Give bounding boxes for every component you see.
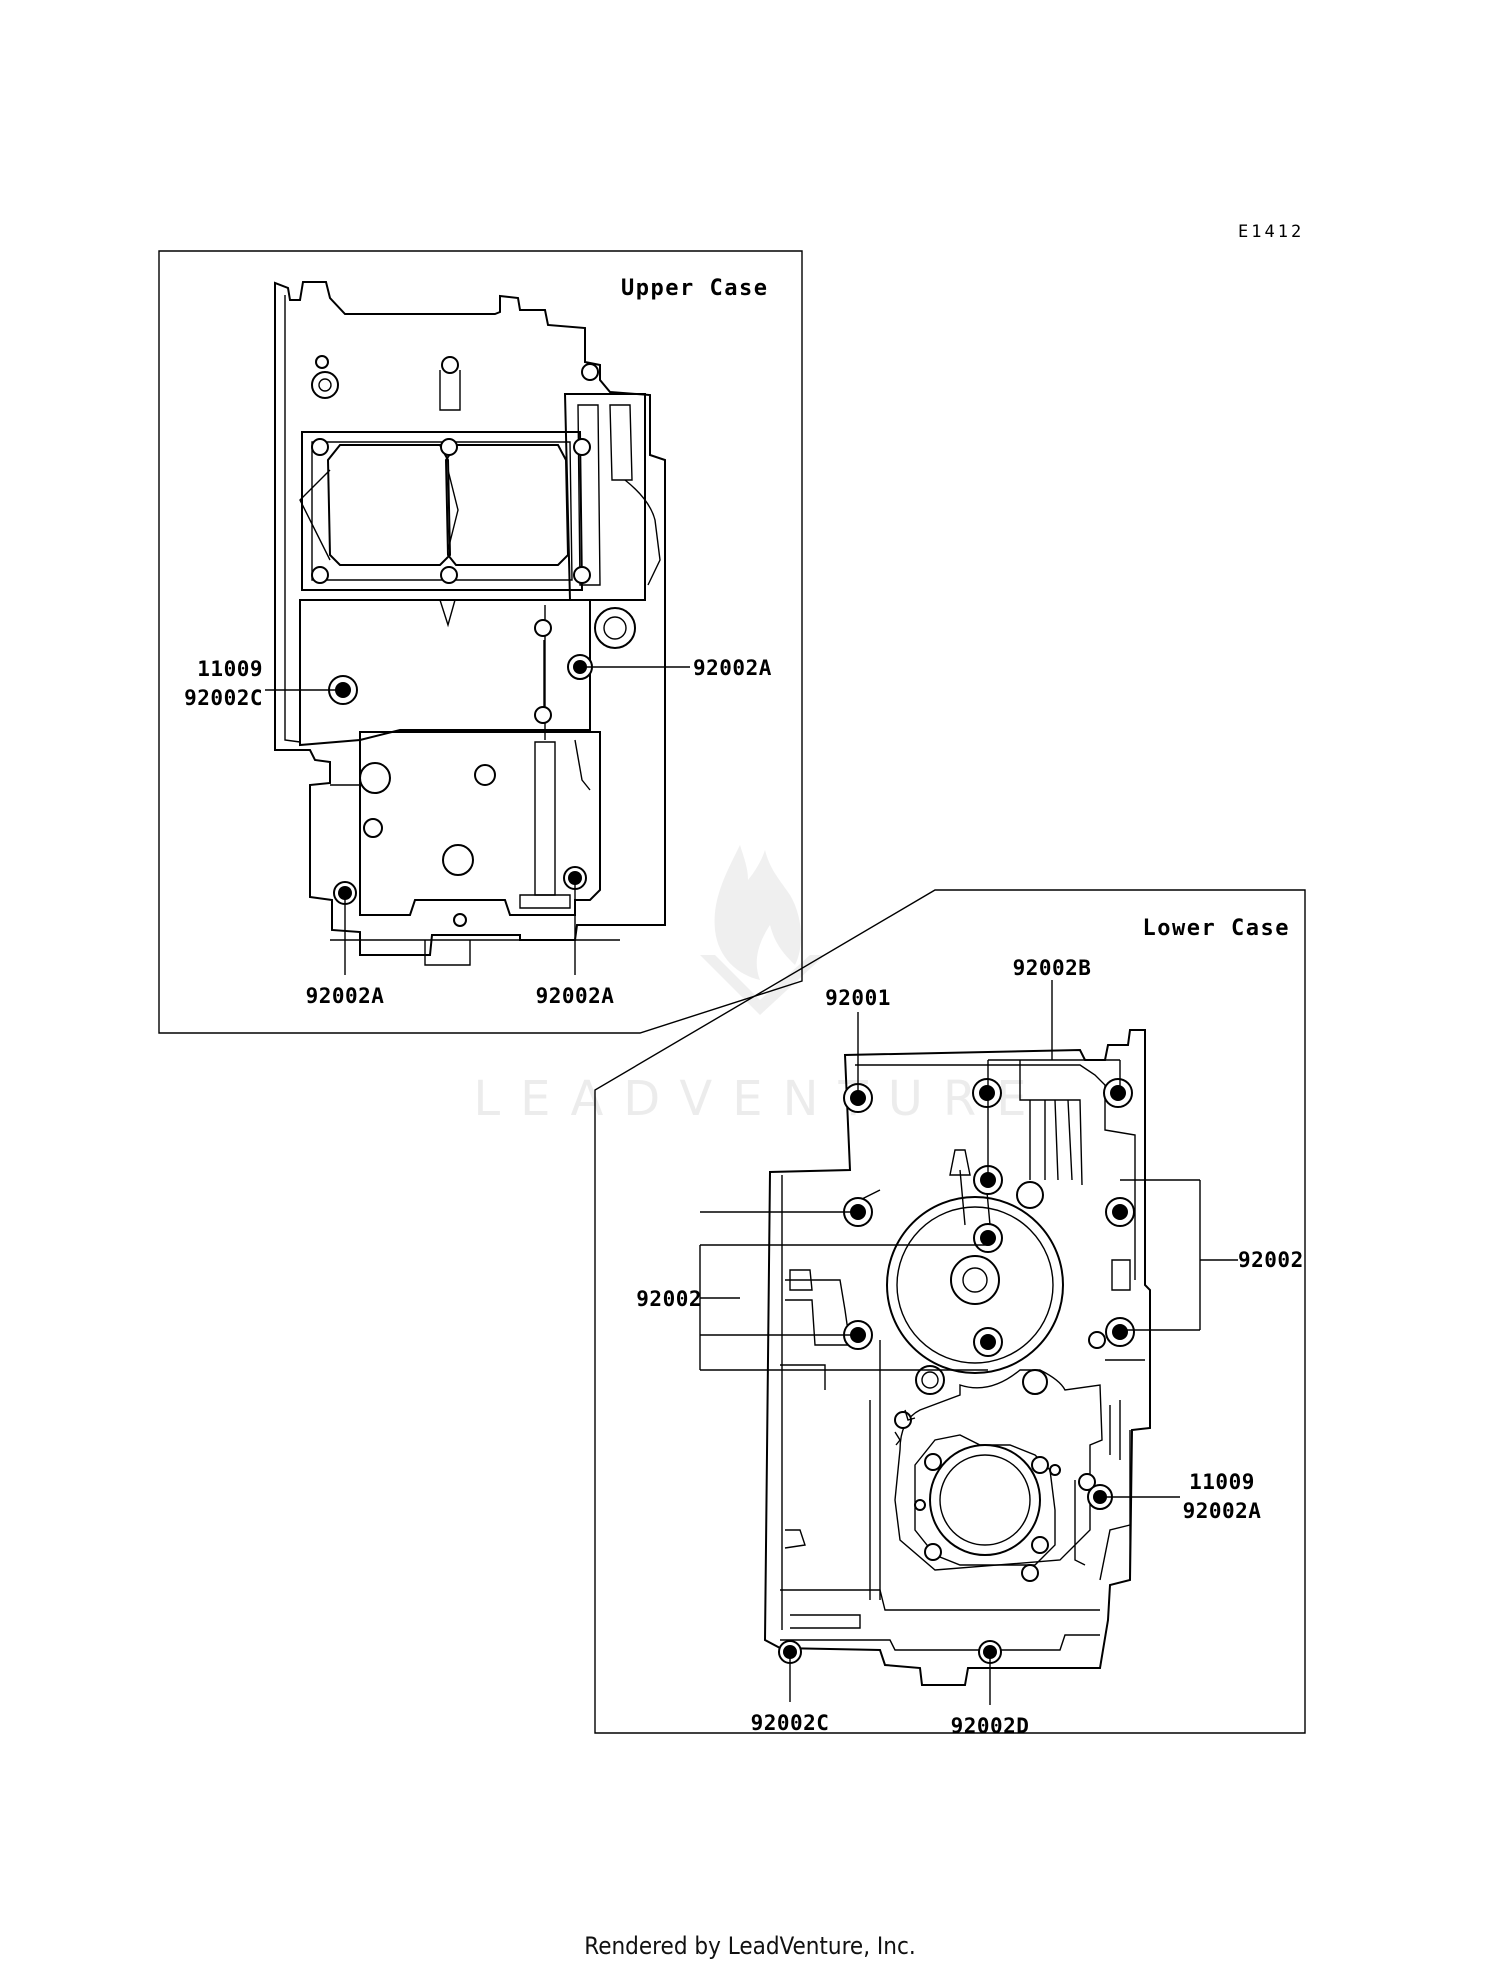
upper-callout-2: 92002A <box>693 656 772 680</box>
leadventure-watermark: LEADVENTURE <box>473 845 1046 1127</box>
diagram-code: E1412 <box>1238 222 1304 242</box>
upper-case-panel: Upper Case <box>158 250 803 1034</box>
lower-callout-2: 92001 <box>825 986 891 1010</box>
upper-callout-4: 92002A <box>536 984 615 1008</box>
lower-callout-5-line2: 92002A <box>1183 1499 1262 1523</box>
lower-case-panel: Lower Case <box>594 889 1306 1738</box>
lower-callout-3: 92002 <box>636 1287 702 1311</box>
lower-callout-5-line1: 11009 <box>1189 1470 1255 1494</box>
lower-callout-4: 92002 <box>1238 1248 1304 1272</box>
upper-case-title: Upper Case <box>621 276 768 301</box>
upper-callout-1-line2: 92002C <box>184 686 263 710</box>
upper-callout-1-line1: 11009 <box>197 657 263 681</box>
lower-callout-6: 92002C <box>751 1711 830 1735</box>
watermark-text: LEADVENTURE <box>473 1071 1046 1127</box>
upper-callout-3: 92002A <box>306 984 385 1008</box>
render-credit: Rendered by LeadVenture, Inc. <box>584 1932 916 1960</box>
lower-callout-7: 92002D <box>951 1714 1030 1738</box>
lower-case-title: Lower Case <box>1143 916 1290 941</box>
lower-crankcase-drawing <box>763 1029 1151 1686</box>
lower-callout-1: 92002B <box>1013 956 1092 980</box>
upper-crankcase-drawing <box>274 281 666 966</box>
